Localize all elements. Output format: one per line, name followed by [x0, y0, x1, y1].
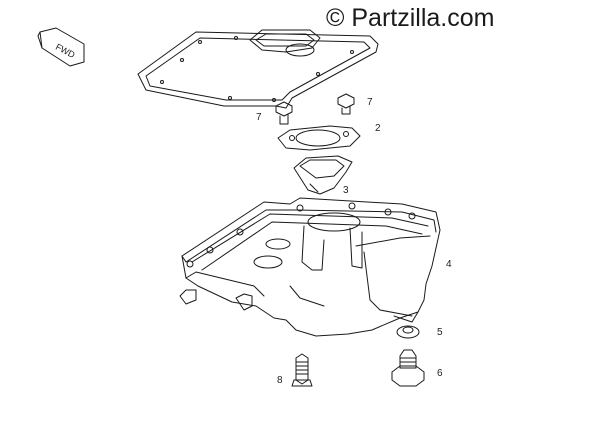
drain-bolt: [391, 349, 425, 387]
callout-4: 4: [446, 259, 452, 270]
drain-washer: [396, 325, 420, 339]
oil-strainer: [293, 155, 353, 195]
callout-5: 5: [437, 327, 443, 338]
callout-8: 8: [277, 375, 283, 386]
callout-6: 6: [437, 368, 443, 379]
callout-2: 2: [375, 123, 381, 134]
watermark-text: © Partzilla.com: [326, 4, 495, 32]
callout-7-left: 7: [256, 112, 262, 123]
pan-bolt: [291, 353, 313, 387]
callout-3: 3: [343, 185, 349, 196]
strainer-gasket: [277, 125, 361, 151]
fwd-arrow-icon: FWD: [37, 27, 85, 67]
strainer-bolt-left: [275, 101, 293, 125]
oil-pan-gasket: [137, 29, 379, 109]
strainer-bolt-right: [337, 93, 355, 115]
oil-pan: [179, 197, 441, 337]
callout-7-right: 7: [367, 97, 373, 108]
